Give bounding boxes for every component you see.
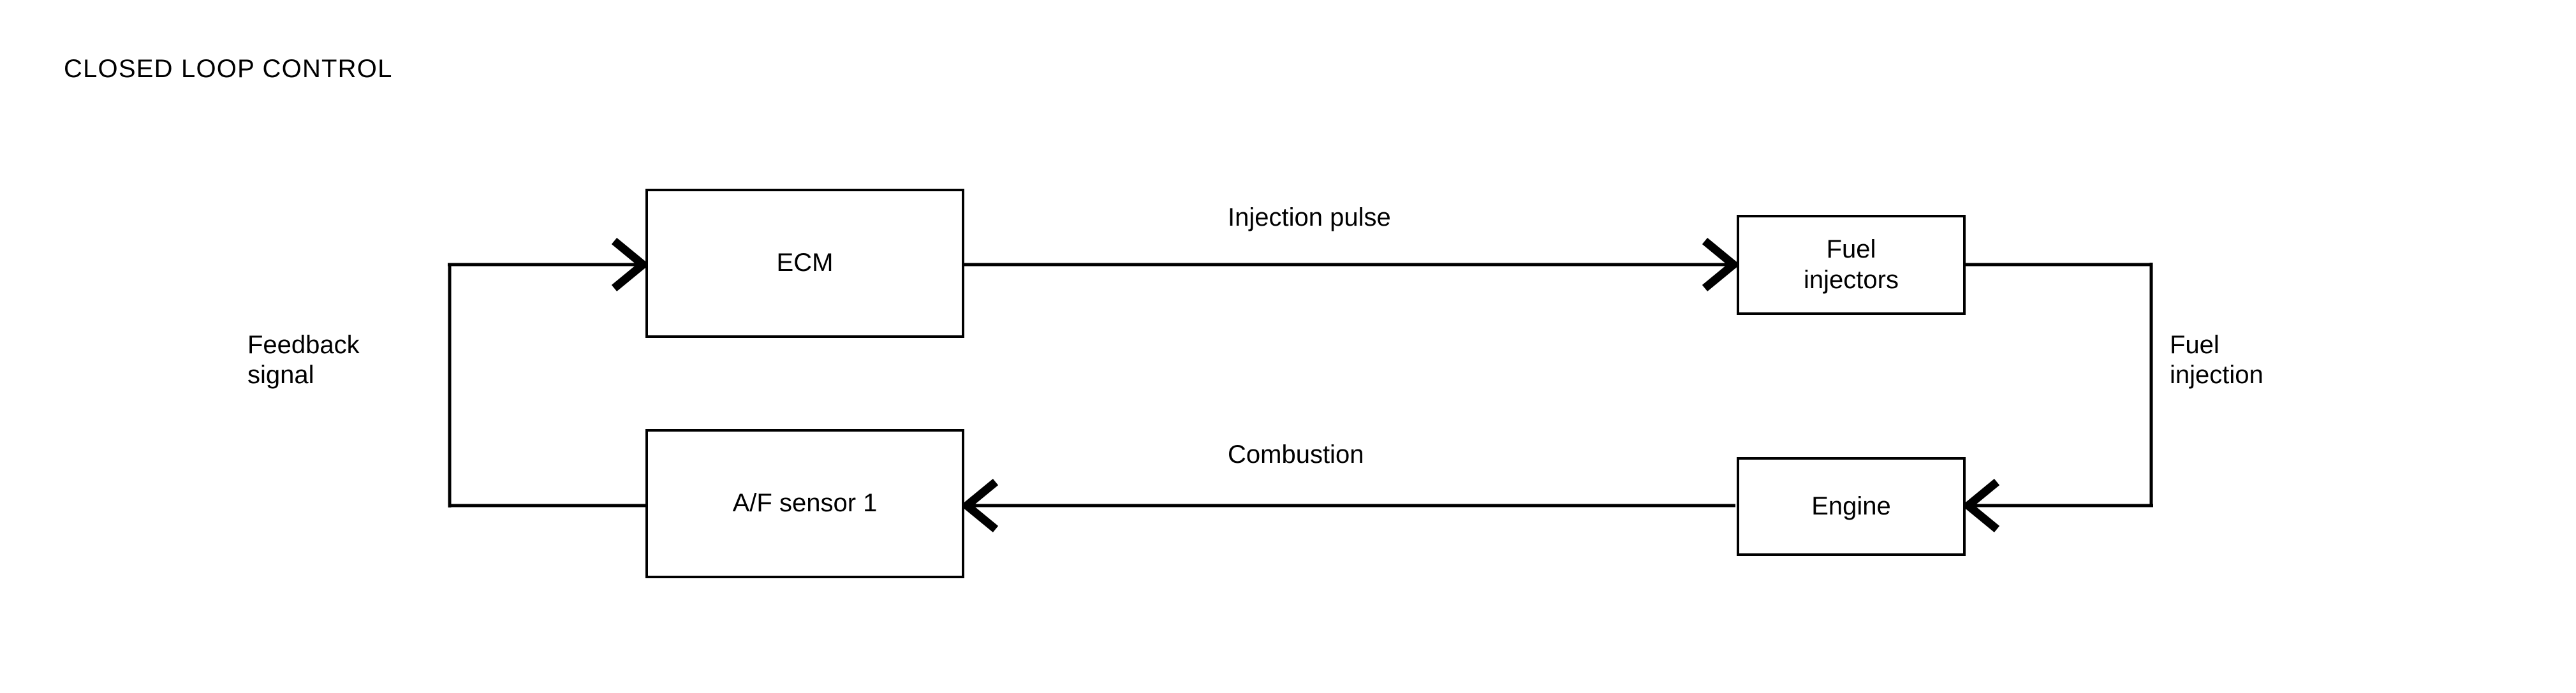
edge-label-injection-pulse: Injection pulse — [1228, 203, 1391, 231]
arrowhead-into-af-sensor — [960, 478, 999, 533]
node-fuel-injectors: Fuel injectors — [1737, 215, 1966, 315]
node-engine-label: Engine — [1811, 492, 1891, 520]
node-af-sensor-label: A/F sensor 1 — [732, 489, 878, 518]
arrowhead-into-engine — [1961, 478, 2000, 533]
node-ecm-label: ECM — [776, 249, 834, 277]
node-fuel-injectors-label: Fuel injectors — [1804, 235, 1899, 294]
edge-label-fuel-injection: Fuel injection — [2170, 331, 2263, 390]
arrowhead-into-ecm — [611, 237, 650, 292]
edge-label-feedback-signal: Feedback signal — [247, 331, 360, 390]
edge-label-combustion: Combustion — [1228, 441, 1364, 469]
arrowhead-into-fuel-injectors — [1702, 237, 1741, 292]
page-title: CLOSED LOOP CONTROL — [64, 55, 393, 83]
node-ecm: ECM — [645, 189, 964, 338]
node-af-sensor: A/F sensor 1 — [645, 429, 964, 578]
node-engine: Engine — [1737, 457, 1966, 556]
